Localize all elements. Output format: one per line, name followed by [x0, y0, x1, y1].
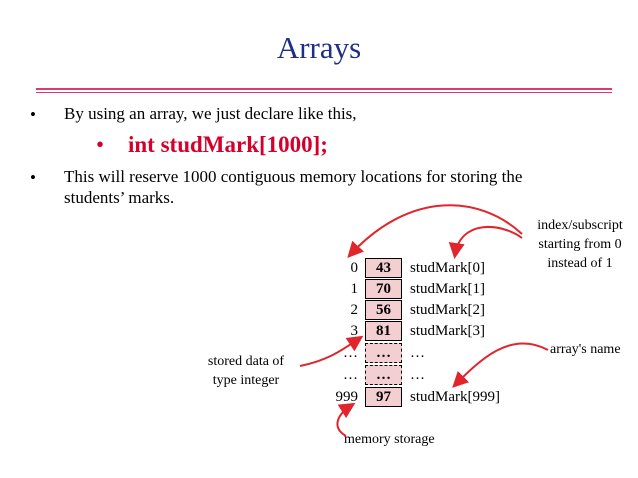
element-name: … — [410, 367, 425, 383]
bullet-reserve-cont: students’ marks. — [64, 188, 175, 207]
slide-title: Arrays — [276, 30, 362, 65]
index-label: 999 — [335, 389, 359, 405]
element-name: studMark[999] — [410, 389, 500, 405]
element-name: studMark[3] — [410, 323, 485, 339]
annotation-memory-storage: memory storage — [344, 432, 435, 447]
code-bullet-marker: • — [96, 132, 105, 157]
memory-cell: 70 — [365, 279, 402, 299]
code-declaration: int studMark[1000]; — [128, 132, 328, 157]
bullet-marker: • — [30, 168, 36, 187]
annotation-stored-data: stored data of type integer — [190, 352, 302, 390]
element-name: studMark[2] — [410, 302, 485, 318]
memory-cell: … — [365, 365, 402, 385]
annotation-index-line2: starting from 0 — [538, 237, 622, 252]
memory-cell: 43 — [365, 258, 402, 278]
memory-cell: 81 — [365, 321, 402, 341]
element-name: … — [410, 345, 425, 361]
arrow-to-array-name — [452, 342, 549, 388]
index-label: 0 — [350, 260, 359, 276]
bullet-marker: • — [30, 105, 36, 124]
title-divider — [36, 88, 612, 90]
memory-cell: … — [365, 343, 402, 363]
memory-cell: 56 — [365, 300, 402, 320]
index-label: 1 — [350, 281, 359, 297]
index-label: 3 — [350, 323, 359, 339]
annotation-array-name: array's name — [550, 342, 621, 357]
annotation-stored-line2: type integer — [212, 373, 280, 388]
element-name: studMark[0] — [410, 260, 485, 276]
arrow-to-index — [347, 204, 523, 258]
title-divider-thin — [36, 92, 612, 93]
bullet-reserve: This will reserve 1000 contiguous memory… — [64, 167, 523, 186]
index-label: 2 — [350, 302, 359, 318]
arrow-to-memory — [336, 402, 356, 437]
annotation-index: index/subscript starting from 0 instead … — [522, 216, 638, 273]
element-name: studMark[1] — [410, 281, 485, 297]
annotation-index-line1: index/subscript — [537, 218, 623, 233]
memory-cell: 97 — [365, 387, 402, 407]
arrow-to-name — [448, 226, 523, 259]
annotation-index-line3: instead of 1 — [547, 256, 613, 271]
annotation-stored-line1: stored data of — [207, 354, 285, 369]
index-label: … — [343, 367, 358, 383]
arrow-to-stored-cell — [299, 335, 364, 367]
bullet-declare: By using an array, we just declare like … — [64, 104, 357, 123]
